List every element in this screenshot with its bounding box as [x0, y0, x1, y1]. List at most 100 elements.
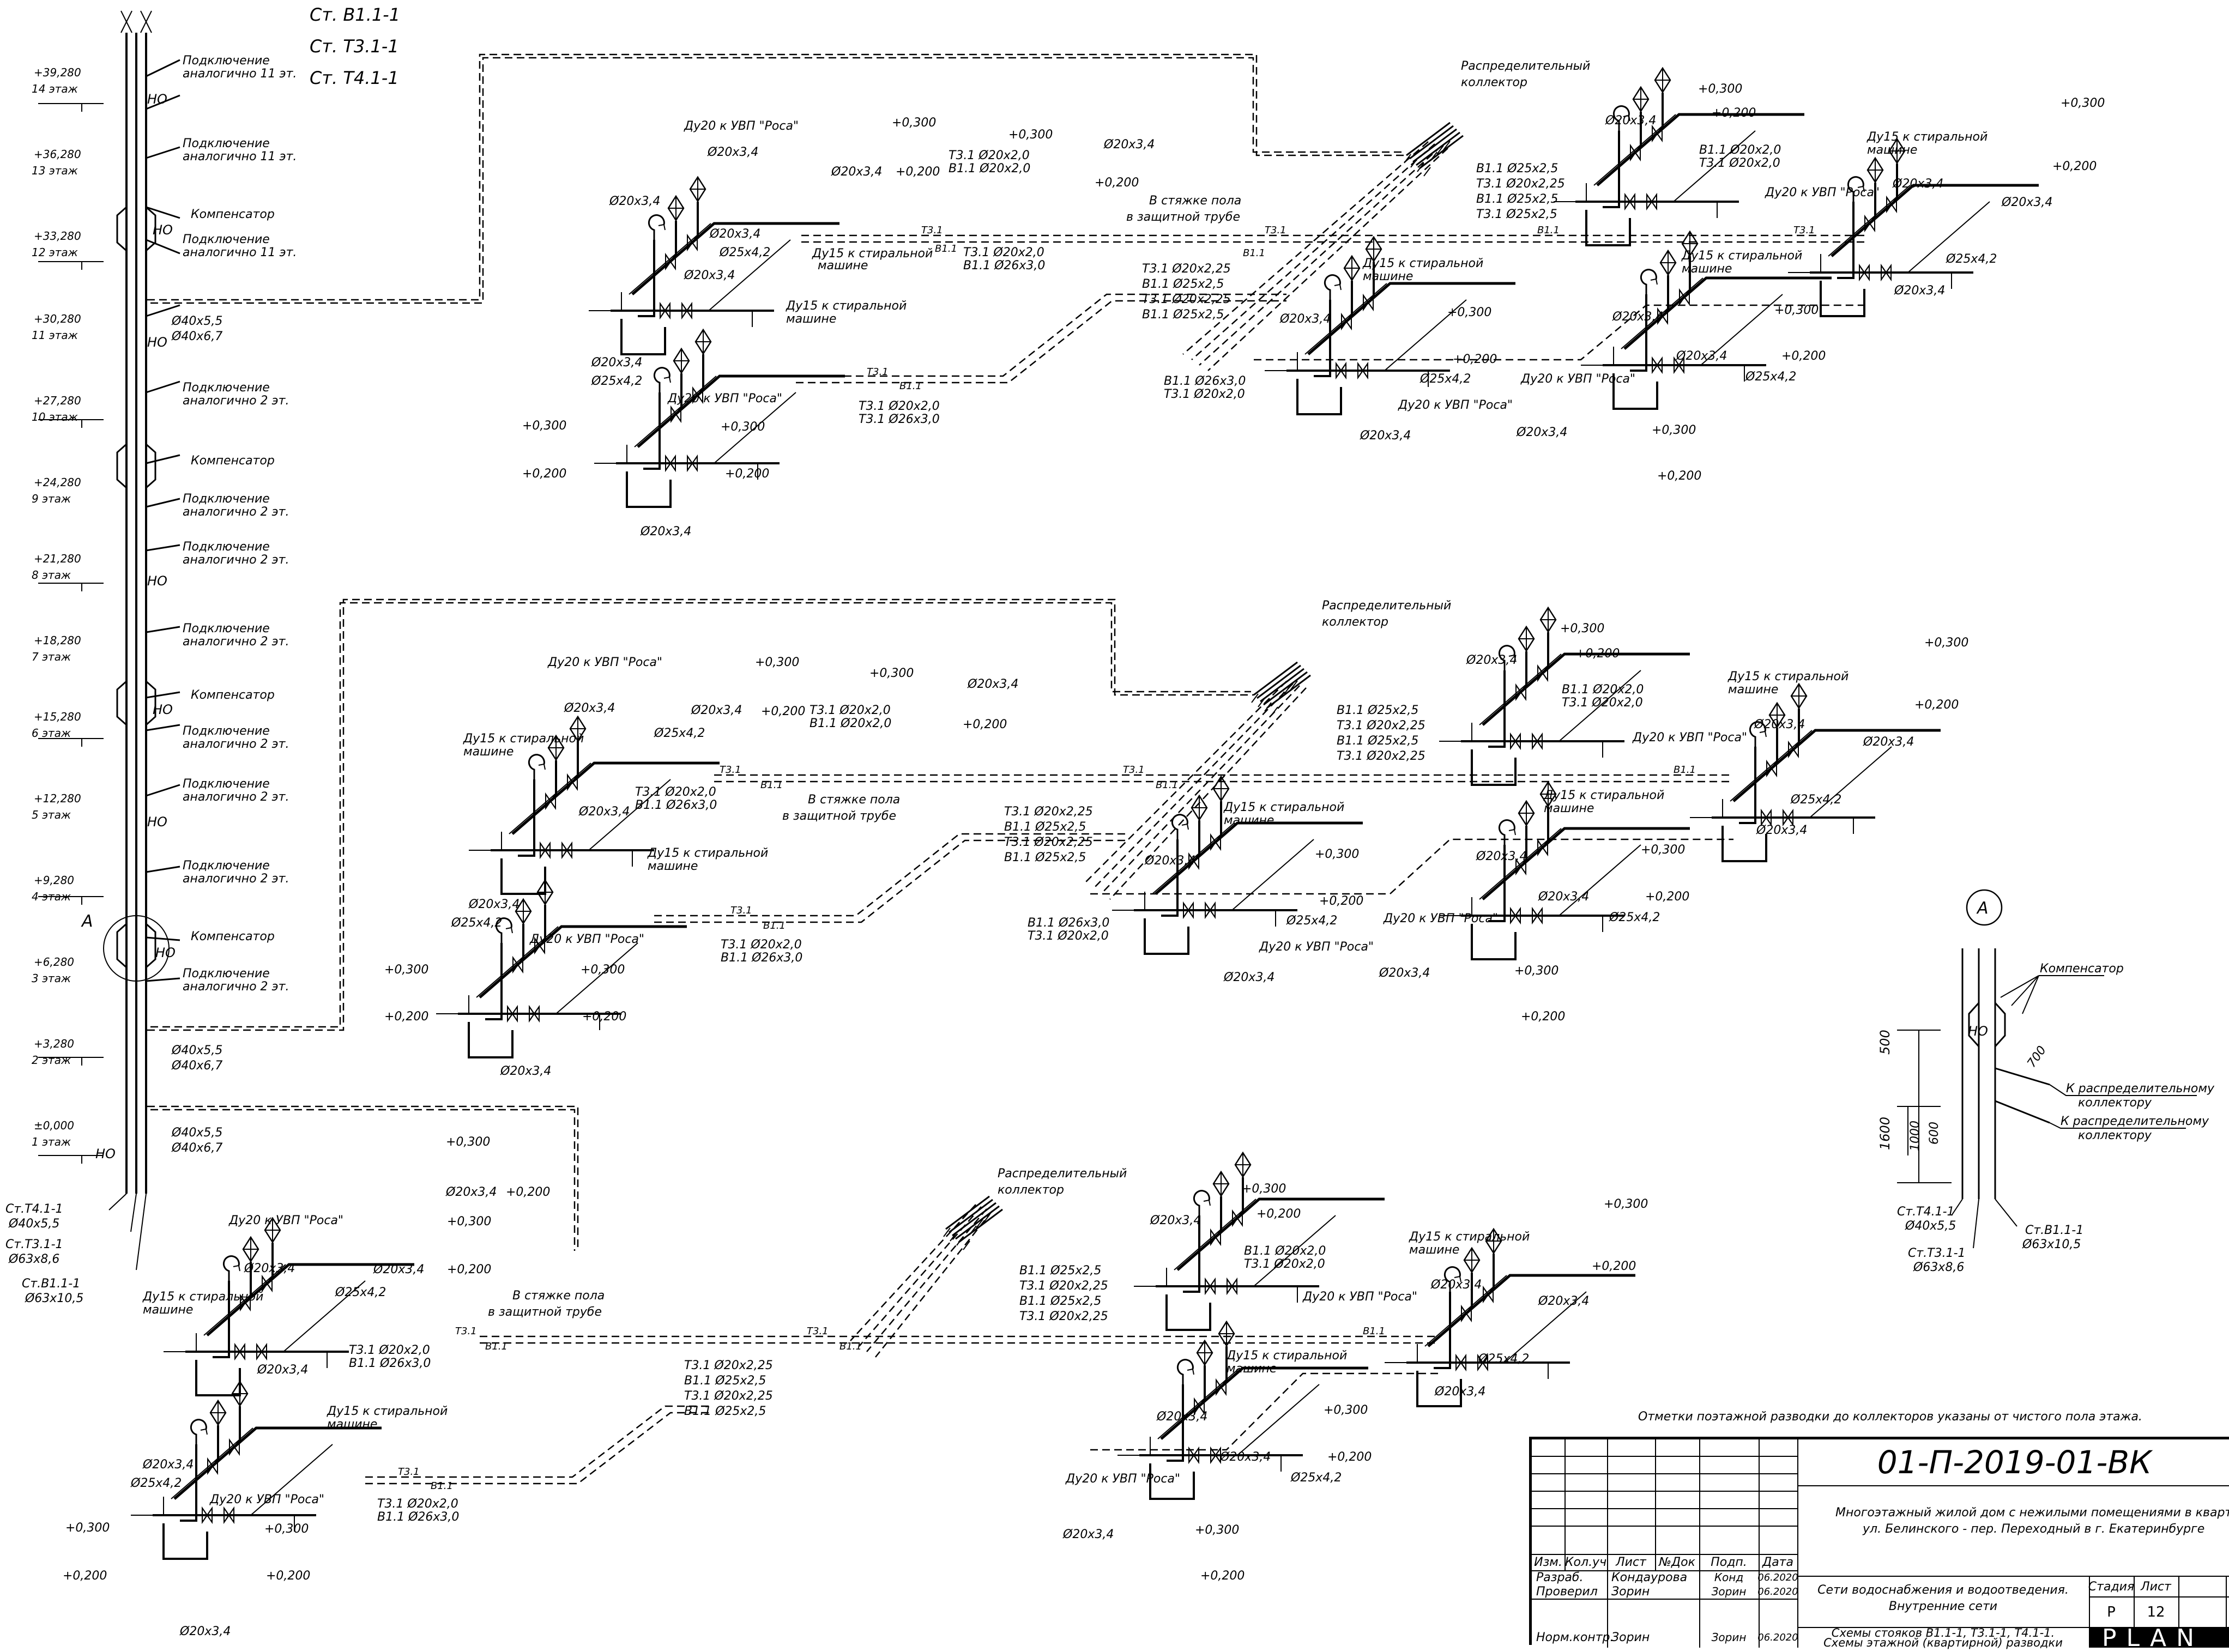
svg-text:аналогично 2 эт.: аналогично 2 эт.	[183, 635, 289, 649]
svg-text:+15,280: +15,280	[34, 710, 81, 723]
svg-text:В1.1 Ø25x2,5: В1.1 Ø25x2,5	[1142, 308, 1224, 322]
sig-dev: Конд	[1714, 1571, 1744, 1584]
svg-text:3 этаж: 3 этаж	[32, 972, 71, 985]
svg-text:Ду15 к стиральной: Ду15 к стиральной	[327, 1405, 448, 1418]
svg-text:В1.1: В1.1	[935, 243, 957, 255]
svg-text:машине: машине	[1682, 262, 1732, 276]
sheet-name-2: Схемы этажной (квартирной) разводки	[1823, 1636, 2063, 1649]
svg-text:Т3.1 Ø20x2,0: Т3.1 Ø20x2,0	[349, 1344, 430, 1357]
svg-text:+0,300: +0,300	[1242, 1182, 1286, 1196]
section-name-1: Сети водоснабжения и водоотведения.	[1817, 1583, 2069, 1597]
svg-text:Ø20x3,4: Ø20x3,4	[468, 898, 520, 911]
date-check: 06.2020	[1757, 1586, 1798, 1597]
svg-text:Ø20x3,4: Ø20x3,4	[500, 1064, 551, 1078]
svg-text:Ду20 к УВП "Роса": Ду20 к УВП "Роса"	[1065, 1472, 1180, 1486]
svg-text:9 этаж: 9 этаж	[32, 492, 71, 505]
svg-text:коллектор: коллектор	[1461, 76, 1527, 89]
svg-text:Ду20 к УВП "Роса": Ду20 к УВП "Роса"	[667, 392, 782, 406]
date-norm: 06.2020	[1757, 1631, 1798, 1643]
sig-norm: Зорин	[1711, 1631, 1747, 1644]
svg-text:+0,300: +0,300	[1008, 128, 1053, 142]
svg-text:В1.1: В1.1	[1243, 247, 1265, 259]
svg-text:В1.1 Ø25x2,5: В1.1 Ø25x2,5	[684, 1374, 766, 1388]
list-header: Лист	[2141, 1580, 2171, 1594]
svg-text:600: 600	[1928, 1122, 1941, 1145]
svg-text:+0,300: +0,300	[384, 963, 428, 977]
svg-text:НО: НО	[153, 222, 173, 238]
svg-text:Ø25x4,2: Ø25x4,2	[1478, 1352, 1529, 1366]
svg-text:Т3.1: Т3.1	[720, 764, 741, 776]
svg-text:Ø20x3,4: Ø20x3,4	[1612, 310, 1663, 324]
svg-text:В1.1 Ø25x2,5: В1.1 Ø25x2,5	[1337, 704, 1418, 717]
svg-text:+0,300: +0,300	[1774, 304, 1819, 317]
svg-text:+36,280: +36,280	[34, 148, 81, 161]
svg-text:Т3.1: Т3.1	[1793, 225, 1815, 236]
svg-text:Ø20x3,4: Ø20x3,4	[564, 701, 615, 715]
collector-1	[1403, 122, 1464, 177]
collector-3	[943, 1195, 1004, 1251]
svg-text:Ду15 к стиральной: Ду15 к стиральной	[1543, 789, 1664, 802]
svg-text:Ø40x6,7: Ø40x6,7	[171, 1141, 222, 1155]
svg-text:Т3.1 Ø20x2,0: Т3.1 Ø20x2,0	[1699, 156, 1780, 170]
svg-text:В1.1: В1.1	[1156, 779, 1178, 791]
svg-text:Ø20x3,4: Ø20x3,4	[578, 805, 630, 819]
svg-text:Ø20x3,4: Ø20x3,4	[1538, 1294, 1589, 1308]
svg-text:Подключение: Подключение	[183, 622, 270, 636]
svg-text:+0,200: +0,200	[522, 467, 566, 481]
svg-text:В1.1: В1.1	[839, 1341, 862, 1352]
svg-text:+0,300: +0,300	[522, 419, 566, 433]
hdr-list: Лист	[1616, 1555, 1646, 1569]
role-check: Проверил	[1536, 1584, 1598, 1599]
svg-text:Ду15 к стиральной: Ду15 к стиральной	[1362, 257, 1483, 270]
svg-text:Т3.1 Ø26x3,0: Т3.1 Ø26x3,0	[859, 413, 940, 426]
svg-text:аналогично 11 эт.: аналогично 11 эт.	[183, 246, 297, 259]
svg-text:Ø25x4,2: Ø25x4,2	[719, 246, 770, 259]
svg-text:В1.1 Ø20x2,0: В1.1 Ø20x2,0	[1562, 683, 1644, 697]
svg-text:Ø40x5,5: Ø40x5,5	[171, 314, 222, 328]
project-name-2: ул. Белинского - пер. Переходный в г. Ек…	[1863, 1522, 2205, 1536]
svg-text:14 этаж: 14 этаж	[32, 82, 78, 95]
svg-text:машине: машине	[1227, 1362, 1277, 1376]
svg-text:+0,200: +0,200	[1914, 698, 1959, 712]
svg-text:±0,000: ±0,000	[34, 1119, 74, 1132]
svg-text:Подключение: Подключение	[183, 777, 270, 791]
svg-text:В стяжке пола: В стяжке пола	[1149, 194, 1241, 208]
svg-text:+0,200: +0,200	[1575, 647, 1620, 661]
svg-text:В1.1 Ø26x3,0: В1.1 Ø26x3,0	[1028, 916, 1109, 930]
svg-text:Ду15 к стиральной: Ду15 к стиральной	[1226, 1349, 1347, 1363]
svg-text:Ду15 к стиральной: Ду15 к стиральной	[647, 846, 768, 860]
svg-text:Ст.Т3.1-1: Ст.Т3.1-1	[5, 1238, 63, 1251]
svg-text:+0,300: +0,300	[581, 963, 625, 977]
svg-text:Т3.1 Ø20x2,0: Т3.1 Ø20x2,0	[377, 1497, 458, 1511]
svg-text:Ø20x3,4: Ø20x3,4	[1219, 1450, 1271, 1464]
svg-text:НО: НО	[1968, 1024, 1988, 1039]
svg-text:+0,300: +0,300	[2061, 96, 2105, 110]
role-norm: Норм.контр.	[1536, 1630, 1614, 1644]
floor-routes	[147, 53, 1864, 1485]
svg-text:Ø25x4,2: Ø25x4,2	[451, 916, 502, 930]
svg-text:+0,200: +0,200	[63, 1569, 107, 1583]
svg-text:Т3.1: Т3.1	[455, 1326, 477, 1337]
svg-text:Ø20x3,4: Ø20x3,4	[1605, 114, 1656, 128]
date-dev: 06.2020	[1757, 1571, 1798, 1583]
svg-text:Ø20x3,4: Ø20x3,4	[1434, 1385, 1485, 1399]
svg-text:Подключение: Подключение	[183, 724, 270, 738]
svg-text:4 этаж: 4 этаж	[32, 890, 71, 903]
svg-text:В1.1 Ø26x3,0: В1.1 Ø26x3,0	[635, 798, 717, 812]
svg-text:10 этаж: 10 этаж	[32, 410, 78, 423]
svg-text:+0,300: +0,300	[1604, 1197, 1648, 1211]
svg-text:+0,200: +0,200	[963, 718, 1007, 731]
svg-text:аналогично 2 эт.: аналогично 2 эт.	[183, 737, 289, 751]
role-dev: Разраб.	[1536, 1570, 1584, 1584]
svg-text:Ст.Т3.1-1: Ст.Т3.1-1	[1908, 1246, 1966, 1260]
svg-text:Ø40x6,7: Ø40x6,7	[171, 330, 222, 343]
svg-text:машине: машине	[463, 745, 514, 759]
svg-text:машине: машине	[327, 1418, 377, 1431]
svg-text:+0,300: +0,300	[264, 1522, 309, 1536]
svg-text:+0,200: +0,200	[582, 1010, 626, 1024]
svg-text:Ст. В1.1-1: Ст. В1.1-1	[310, 4, 400, 25]
svg-text:машине: машине	[1867, 143, 1917, 157]
svg-text:+0,300: +0,300	[1560, 622, 1604, 636]
svg-text:+0,200: +0,200	[266, 1569, 310, 1583]
svg-text:Ду20 к УВП "Роса": Ду20 к УВП "Роса"	[209, 1493, 324, 1506]
